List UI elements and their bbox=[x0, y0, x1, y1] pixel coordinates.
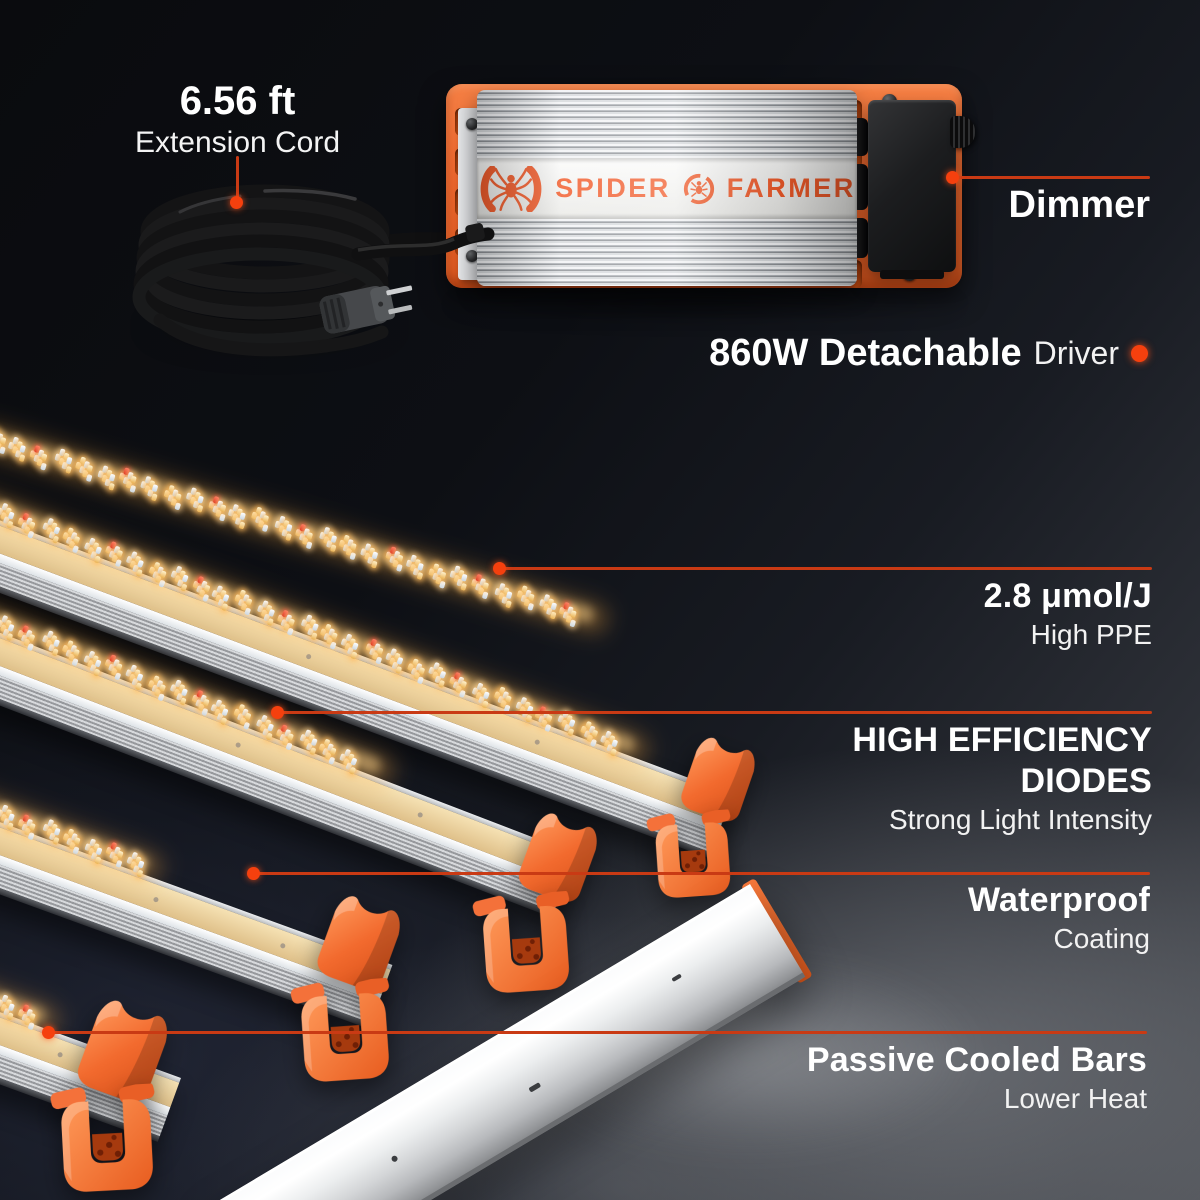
extension-cord-coil bbox=[132, 184, 485, 357]
waterproof-leader-dot bbox=[247, 867, 260, 880]
waterproof-subtitle: Coating bbox=[1053, 923, 1150, 954]
driver-regular-text: Driver bbox=[1033, 335, 1119, 371]
dimmer-knob bbox=[950, 116, 975, 148]
ppe-subtitle: High PPE bbox=[1030, 619, 1152, 650]
power-plug bbox=[319, 285, 413, 334]
driver-unit: SPIDER FARMER bbox=[477, 90, 857, 286]
spider-emblem-icon bbox=[480, 165, 542, 212]
callout-waterproof: Waterproof Coating bbox=[968, 880, 1150, 957]
driver-leader-dot bbox=[1131, 345, 1148, 362]
callout-extension-cord: 6.56 ft Extension Cord bbox=[95, 78, 380, 162]
extension-cord-leader-dot bbox=[230, 196, 243, 209]
driver-bold-text: 860W Detachable bbox=[709, 332, 1022, 374]
diodes-title-line2: DIODES bbox=[1020, 762, 1152, 800]
dimmer-ledge bbox=[880, 270, 944, 279]
bar-slot-hole bbox=[671, 973, 683, 982]
driver-shadow bbox=[440, 290, 970, 318]
brand-text-left: SPIDER bbox=[555, 173, 671, 204]
callout-ppe: 2.8 μmol/J High PPE bbox=[984, 576, 1152, 653]
spider-circle-icon bbox=[683, 173, 714, 204]
callout-driver: 860W Detachable Driver bbox=[709, 332, 1148, 375]
diodes-leader-line bbox=[278, 711, 1152, 714]
callout-cooling: Passive Cooled Bars Lower Heat bbox=[807, 1040, 1147, 1117]
extension-cord-subtitle: Extension Cord bbox=[134, 126, 341, 159]
ppe-leader-dot bbox=[493, 562, 506, 575]
bar-slot-hole bbox=[527, 1081, 541, 1093]
waterproof-title: Waterproof bbox=[967, 881, 1150, 919]
diodes-title-line1: HIGH EFFICIENCY bbox=[852, 721, 1152, 759]
dimmer-label: Dimmer bbox=[1008, 184, 1151, 226]
driver-brand-label: SPIDER FARMER bbox=[477, 158, 857, 219]
mounting-clip bbox=[643, 807, 741, 909]
diodes-subtitle: Strong Light Intensity bbox=[888, 804, 1152, 835]
cooling-leader-line bbox=[49, 1031, 1147, 1034]
dimmer-box bbox=[868, 100, 956, 272]
cooling-title: Passive Cooled Bars bbox=[806, 1041, 1147, 1079]
dimmer-leader-dot bbox=[946, 171, 959, 184]
waterproof-leader-line bbox=[254, 872, 1150, 875]
ppe-title: 2.8 μmol/J bbox=[983, 577, 1152, 615]
mounting-clip bbox=[468, 890, 581, 1003]
brand-text-right: FARMER bbox=[727, 173, 856, 204]
cooling-leader-dot bbox=[42, 1026, 55, 1039]
ppe-leader-line bbox=[500, 567, 1152, 570]
cooling-subtitle: Lower Heat bbox=[1003, 1083, 1147, 1114]
dimmer-leader-line bbox=[953, 176, 1150, 179]
mounting-clip bbox=[286, 976, 401, 1093]
bar-hole bbox=[389, 1154, 399, 1163]
callout-dimmer: Dimmer bbox=[1009, 184, 1151, 227]
extension-cord-title: 6.56 ft bbox=[179, 79, 296, 123]
mounting-clip bbox=[35, 1083, 177, 1200]
callout-diodes: HIGH EFFICIENCY DIODES Strong Light Inte… bbox=[852, 720, 1152, 838]
diodes-leader-dot bbox=[271, 706, 284, 719]
extension-cord-leader-line bbox=[236, 156, 239, 200]
driver-cable bbox=[351, 223, 495, 261]
